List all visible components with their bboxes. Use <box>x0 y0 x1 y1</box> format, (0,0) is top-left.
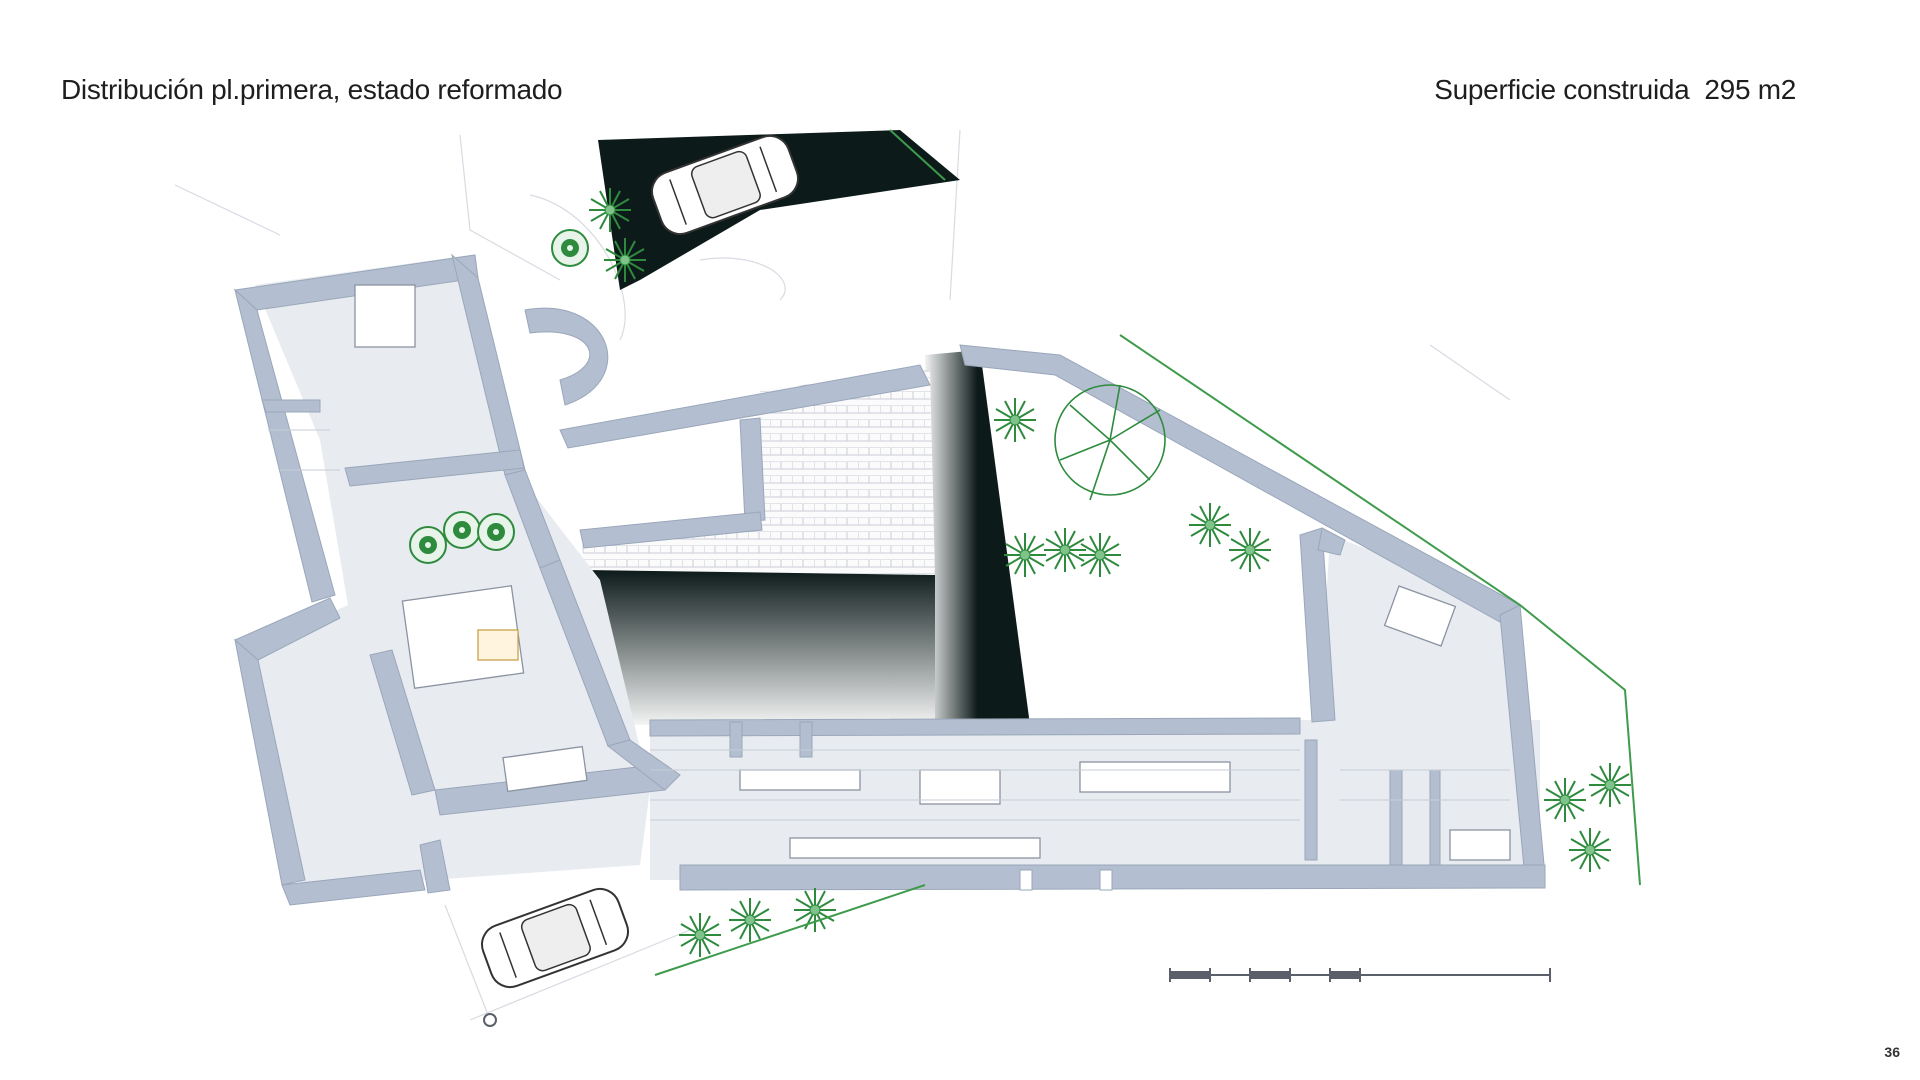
vegetation <box>409 187 1632 958</box>
built-area-label: Superficie construida <box>1434 74 1690 105</box>
bench <box>739 769 861 791</box>
kitchen-island <box>1079 761 1231 793</box>
palm-icon <box>793 887 837 933</box>
car-icon <box>475 882 635 994</box>
shaded-areas <box>575 130 1030 725</box>
tree-icon <box>409 526 447 564</box>
scale-bar <box>1169 968 1551 982</box>
palm-icon <box>1078 532 1122 578</box>
palm-icon <box>1228 527 1272 573</box>
plan-title: Distribución pl.primera, estado reformad… <box>61 74 563 105</box>
large-tree-icon <box>1054 384 1166 501</box>
coffee-table <box>477 629 519 661</box>
bed-north <box>354 284 416 348</box>
palm-icon <box>1543 777 1587 823</box>
page-number: 36 <box>1884 1044 1900 1060</box>
site-boundary <box>654 129 1641 976</box>
palm-icon <box>678 912 722 958</box>
palm-icon <box>1588 762 1632 808</box>
palm-icon <box>993 397 1037 443</box>
dining-table-west <box>502 745 588 793</box>
sofa-set <box>401 585 525 689</box>
walls <box>233 253 1546 906</box>
palm-icon <box>1003 532 1047 578</box>
built-area: Superficie construida 295 m2 <box>1434 74 1796 106</box>
site-lines <box>174 129 1511 1021</box>
palm-icon <box>1568 827 1612 873</box>
bed-east <box>1383 585 1457 647</box>
palm-icon <box>728 897 772 943</box>
built-area-value: 295 m2 <box>1704 74 1796 105</box>
counter-south <box>789 837 1041 859</box>
tree-icon <box>443 511 481 549</box>
dining-table-corridor <box>919 769 1001 805</box>
bath-fixture <box>1449 829 1511 861</box>
tree-icon <box>477 513 515 551</box>
tree-icon <box>551 229 589 267</box>
room-lines <box>268 429 1510 821</box>
entrance-marker <box>483 1013 497 1027</box>
palm-icon <box>1043 527 1087 573</box>
palm-icon <box>1188 502 1232 548</box>
